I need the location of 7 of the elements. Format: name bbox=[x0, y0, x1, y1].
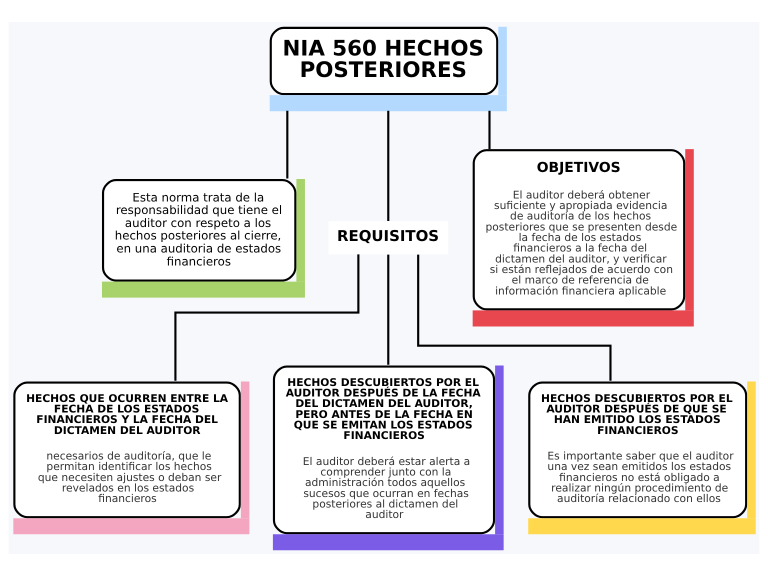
connector bbox=[387, 110, 390, 222]
connector bbox=[286, 110, 288, 178]
connector bbox=[174, 254, 360, 381]
connector bbox=[387, 254, 390, 365]
connector bbox=[417, 254, 612, 381]
connector bbox=[488, 110, 491, 150]
node-box: REQUISITOS bbox=[328, 221, 448, 254]
